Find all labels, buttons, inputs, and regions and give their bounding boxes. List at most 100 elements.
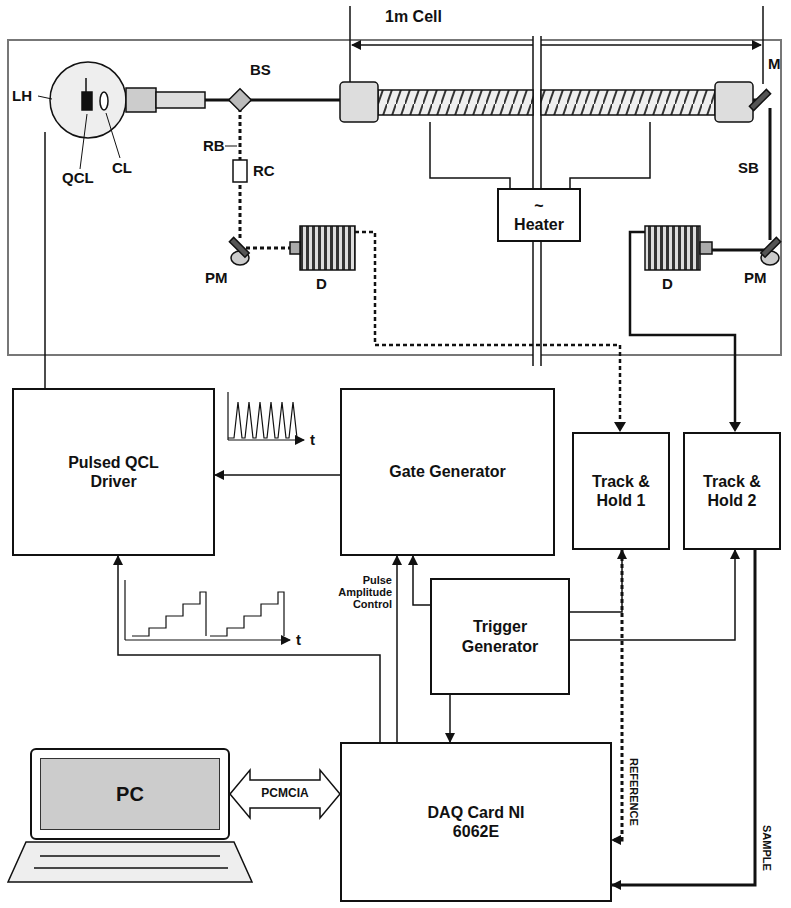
detector: [645, 226, 700, 270]
part-label: RC: [253, 163, 275, 180]
process-box: DAQ Card NI 6062E: [340, 742, 612, 902]
node-text: Gate Generator: [389, 462, 505, 481]
leader-line: [225, 146, 237, 147]
mirror: [761, 237, 781, 257]
part-label: D: [662, 276, 673, 293]
signal-cable: [630, 232, 735, 425]
node-text: ~: [534, 196, 543, 215]
beam: [712, 100, 770, 250]
staircase-sketch: [124, 580, 125, 640]
edge-label: REFERENCE: [628, 758, 640, 826]
node-text: PC: [40, 758, 220, 830]
heater-box: ~Heater: [497, 188, 581, 242]
process-box: Trigger Generator: [430, 578, 570, 695]
laser-housing: [50, 62, 126, 138]
gas-cell: [715, 82, 753, 122]
detector: [290, 242, 300, 254]
dimension-line: [350, 6, 763, 84]
driver-cable: [44, 132, 46, 388]
dimension-line: [349, 6, 351, 84]
laptop-base: [34, 867, 228, 869]
leader-line: [80, 114, 87, 169]
leader-line: [106, 113, 120, 158]
gas-cell: [378, 90, 533, 115]
part-label: QCL: [62, 170, 94, 187]
signal-line: [612, 550, 622, 840]
dimension-label: 1m Cell: [385, 8, 442, 26]
reference-cell: [233, 160, 247, 182]
laser-housing: [85, 78, 87, 92]
laser-housing: [100, 92, 108, 110]
laser-housing: [82, 92, 92, 110]
leader-line: [38, 96, 52, 99]
optical-table: [8, 40, 781, 355]
laser-housing: [156, 92, 205, 108]
part-label: BS: [250, 62, 271, 79]
signal-line: [215, 474, 340, 476]
signal-line: [449, 695, 451, 742]
signal-arrowhead: [614, 422, 741, 432]
bus-arrow: [230, 770, 340, 818]
beam-splitter: [229, 89, 252, 112]
pulse-sketch: [228, 392, 304, 440]
laser-housing: [50, 62, 205, 138]
process-box: Pulsed QCL Driver: [12, 388, 215, 556]
heater-wire: [570, 122, 650, 188]
laser-housing: [126, 88, 156, 112]
dimension-line: [352, 44, 761, 46]
process-box: Gate Generator: [340, 388, 555, 556]
mirror: [749, 89, 770, 110]
staircase-sketch: [132, 592, 284, 636]
heater-wire: [430, 122, 650, 188]
detector: [300, 226, 355, 270]
staircase-sketch: [125, 580, 290, 640]
detector: [700, 242, 712, 254]
part-label: D: [316, 276, 327, 293]
signal-line: [570, 550, 735, 640]
signal-line: [413, 556, 430, 605]
node-text: Track & Hold 1: [581, 472, 661, 510]
mirror: [229, 237, 249, 257]
part-label: PM: [205, 270, 228, 287]
gas-cell: [340, 82, 378, 122]
part-label: PM: [744, 270, 767, 287]
edge-label: PCMCIA: [261, 787, 308, 800]
part-label: CL: [112, 160, 132, 177]
process-box: Track & Hold 1: [572, 432, 670, 550]
driver-cable: [44, 132, 46, 388]
signal-line: [396, 556, 398, 742]
optical-table: [8, 40, 781, 355]
laptop-base: [8, 842, 252, 882]
gas-cell: [541, 90, 715, 115]
pulse-sketch: [228, 402, 297, 438]
reference-cell: [233, 160, 247, 182]
staircase-sketch: [125, 639, 290, 640]
part-label: RB: [203, 138, 225, 155]
node-text: DAQ Card NI 6062E: [406, 803, 546, 841]
part-label: LH: [12, 88, 32, 105]
signal-arrowhead: [729, 422, 741, 432]
heater-wire: [430, 122, 510, 188]
edge-label: SAMPLE: [761, 825, 773, 871]
part-label: SB: [738, 160, 759, 177]
beam: [205, 99, 340, 102]
part-label: M: [768, 56, 781, 73]
axis-label: t: [310, 432, 315, 449]
pulse-sketch: [227, 392, 228, 440]
signal-line: [612, 550, 755, 885]
node-text: Track & Hold 2: [692, 472, 772, 510]
pulse-sketch: [228, 439, 304, 440]
gas-cell: [340, 82, 753, 122]
node-text: Heater: [514, 215, 564, 234]
laptop-screen: PC: [30, 748, 230, 840]
node-text: Pulsed QCL Driver: [64, 453, 164, 491]
process-box: Track & Hold 2: [683, 432, 781, 550]
axis-label: t: [296, 632, 301, 649]
signal-name: Pulse Amplitude Control: [330, 574, 392, 610]
signal-arrowhead: [614, 422, 626, 432]
node-text: Trigger Generator: [445, 617, 555, 655]
beam-splitter: [229, 89, 252, 112]
laptop-base: [40, 855, 220, 857]
leader-line: [38, 96, 237, 169]
dimension-line: [762, 6, 764, 84]
